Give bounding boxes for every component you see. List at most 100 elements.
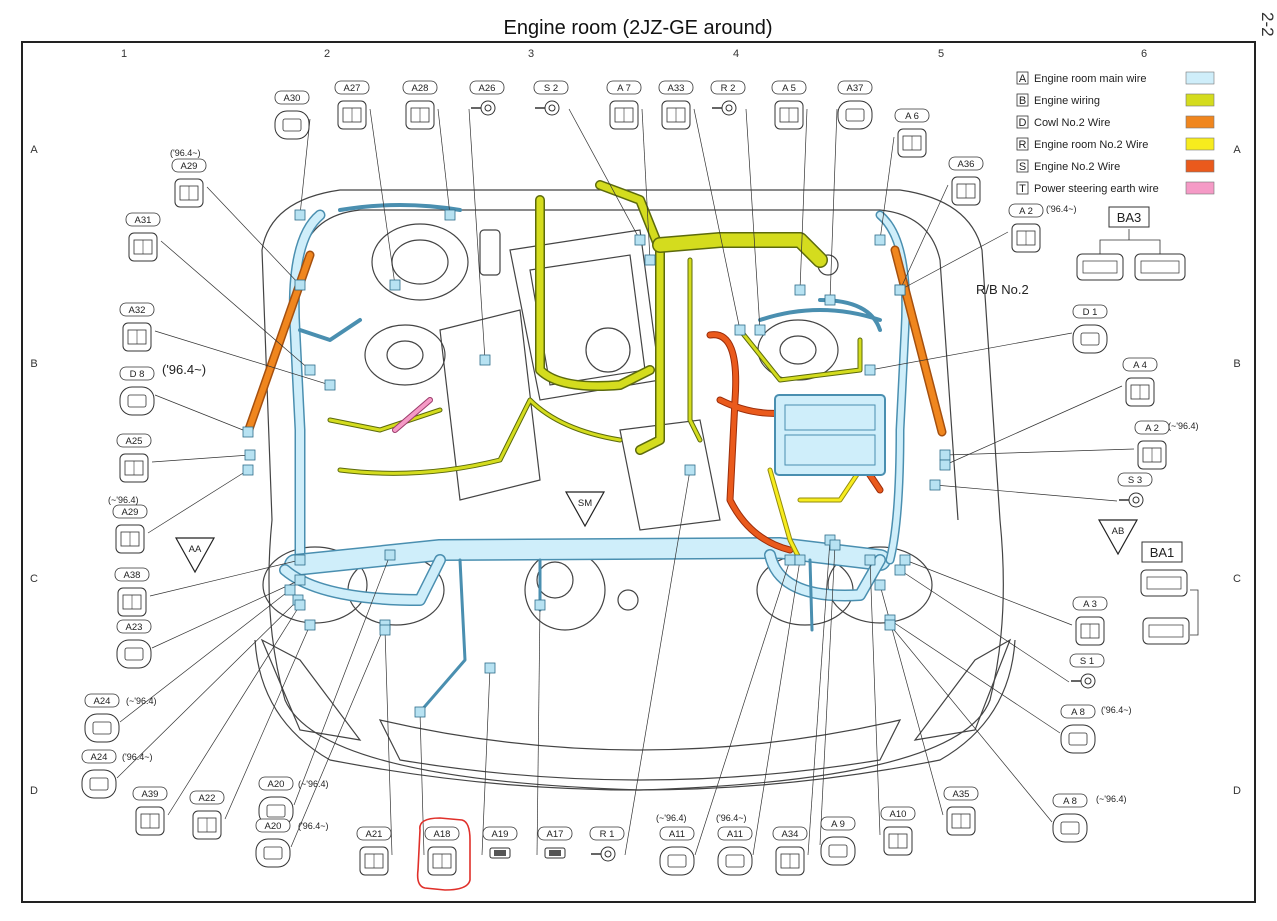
legend-label: Cowl No.2 Wire [1034, 117, 1110, 129]
ground-point-sm: SM [564, 491, 606, 528]
connector-tag [1069, 653, 1105, 668]
connector-pins [549, 850, 561, 856]
legend-label: Power steering earth wire [1034, 183, 1159, 195]
connector-tag [132, 786, 168, 801]
connector-tag [125, 212, 161, 227]
ground-label: AB [1112, 526, 1125, 537]
connector-a8: A 8 [1052, 793, 1088, 843]
connector-tag [116, 433, 152, 448]
harness-connector [479, 354, 491, 366]
leader-line [869, 559, 881, 836]
connector-label: A 8 [1071, 707, 1085, 718]
col-label: 5 [938, 48, 944, 60]
connector-a24: A24 [84, 693, 120, 743]
connector-face [828, 844, 848, 858]
connector-s1: S 1 [1069, 653, 1105, 689]
connector-label: A 7 [617, 83, 631, 94]
connector-label: A29 [181, 161, 198, 172]
connector-a21: A21 [356, 826, 392, 876]
legend-swatch [1185, 71, 1215, 85]
connector-pins [494, 850, 506, 856]
connector-s2: S 2 [533, 80, 569, 116]
leader-line [899, 184, 949, 291]
harness-connector [294, 209, 306, 221]
row-label: B [30, 358, 37, 370]
connector-face [282, 118, 302, 132]
harness-connector [634, 234, 646, 246]
connector-a17: A17 [537, 826, 573, 859]
relay-block-rb-no2 [774, 394, 886, 476]
col-label: 6 [1141, 48, 1147, 60]
connector-face [263, 846, 283, 860]
leader-line [889, 624, 1053, 823]
connector-tag [84, 693, 120, 708]
connector-label: A22 [199, 793, 216, 804]
connector-label: A23 [126, 622, 143, 633]
legend-swatch [1185, 159, 1215, 173]
leader-line [384, 629, 393, 856]
harness-connector [534, 599, 546, 611]
connector-label: A29 [122, 507, 139, 518]
harness-connector [874, 234, 886, 246]
connector-d8: D 8 [119, 366, 155, 416]
connector-tag [771, 80, 807, 95]
leader-line [693, 108, 741, 331]
connector-a8: A 8 [1060, 704, 1096, 754]
connector-label: S 3 [1128, 475, 1142, 486]
connector-a18: A18 [424, 826, 460, 876]
connector-tag [533, 80, 569, 95]
leader-line [799, 108, 808, 291]
connector-label: A32 [129, 305, 146, 316]
connector-label: A 2 [1019, 206, 1033, 217]
connector-tag [1060, 704, 1096, 719]
connector-tag [356, 826, 392, 841]
leader-line [694, 559, 791, 856]
connector-face [1146, 576, 1182, 590]
connector-tag [1117, 472, 1153, 487]
connector-a38: A38 [114, 567, 150, 617]
leader-line [154, 330, 331, 386]
leader-line [829, 108, 838, 301]
harness-connector [324, 379, 336, 391]
connector-a5: A 5 [771, 80, 807, 130]
leader-line [437, 108, 451, 216]
legend-swatch [1185, 93, 1215, 107]
connector-label: A25 [126, 436, 143, 447]
harness-connector [484, 662, 496, 674]
connector-tag [717, 826, 753, 841]
connector-face [845, 108, 865, 122]
connector-tag [424, 826, 460, 841]
connector-label: A24 [91, 752, 108, 763]
connector-label: A28 [412, 83, 429, 94]
leader-line [869, 332, 1073, 371]
connector-face [725, 854, 745, 868]
variant-note: ('96.4~) [122, 752, 153, 762]
connector-a33: A33 [658, 80, 694, 130]
row-label: D [1233, 785, 1241, 797]
connector-tag [659, 826, 695, 841]
harness-connector [684, 464, 696, 476]
connector-tag [482, 826, 518, 841]
harness-connector [242, 464, 254, 476]
connector-a2: A 2 [1008, 203, 1044, 253]
harness-connector [939, 449, 951, 461]
variant-note: ('96.4~) [1101, 705, 1132, 715]
connector-tag [469, 80, 505, 95]
connector-a34: A34 [772, 826, 808, 876]
variant-note: (~'96.4) [656, 813, 687, 823]
harness-connector [929, 479, 941, 491]
harness-connector [824, 294, 836, 306]
connector-a37: A37 [837, 80, 873, 130]
connector-label: A30 [284, 93, 301, 104]
ground-label: AA [189, 544, 202, 555]
leader-line [151, 579, 301, 649]
connector-label: A33 [668, 83, 685, 94]
leader-line [904, 559, 1073, 626]
connector-a31: A31 [125, 212, 161, 262]
leader-line [481, 667, 491, 856]
connector-tag [710, 80, 746, 95]
connector-a19: A19 [482, 826, 518, 859]
leader-line [807, 539, 831, 856]
